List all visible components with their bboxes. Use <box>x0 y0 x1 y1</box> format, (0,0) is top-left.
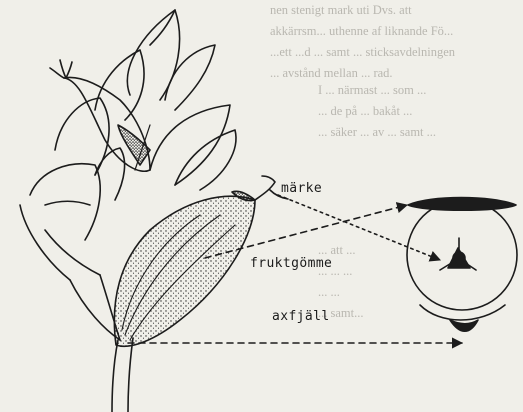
cross-section <box>407 198 517 332</box>
stem <box>112 338 133 412</box>
glume-label: axfjäll <box>272 309 330 324</box>
upper-utricle-shading <box>118 125 150 165</box>
stigma-label: märke <box>281 181 322 196</box>
utricle-label: fruktgömme <box>250 256 332 271</box>
glume-scale <box>70 275 120 340</box>
top-scale <box>95 10 215 120</box>
